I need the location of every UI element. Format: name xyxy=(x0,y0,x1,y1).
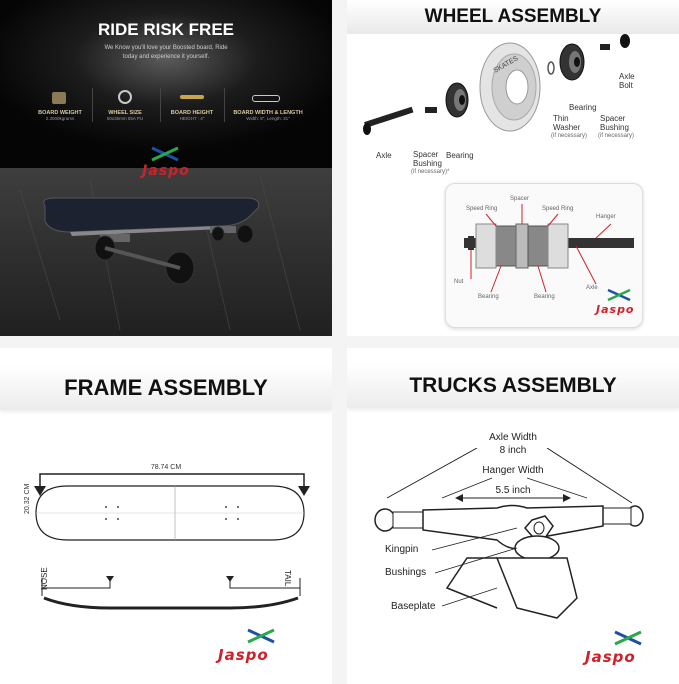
spec-board-weight: BOARD WEIGHT 2.3000kgrams xyxy=(38,110,82,121)
wheel-assembly-title: WHEEL ASSEMBLY xyxy=(347,0,679,34)
jaspo-logo-mark xyxy=(151,146,179,162)
ride-risk-free-panel: RIDE RISK FREE We Know you'll love your … xyxy=(0,0,332,336)
ride-title: RIDE RISK FREE xyxy=(97,20,235,39)
board-length-icon xyxy=(252,95,280,102)
detail-label-spacer: Spacer xyxy=(510,196,530,202)
label-spacer-bushing-2: Spacer Bushing xyxy=(600,114,629,132)
wheel-icon xyxy=(118,90,132,104)
axle-width-value: 8 inch xyxy=(499,445,527,456)
detail-label-nut: Nut xyxy=(454,279,464,285)
detail-label-speed-ring-left: Speed Ring xyxy=(466,206,498,212)
jaspo-logo-mark xyxy=(247,628,275,644)
label-axle: Axle xyxy=(376,151,392,160)
ride-background xyxy=(0,0,332,336)
label-axle-bolt: Axle Bolt xyxy=(619,72,635,90)
frame-width-label: 20.32 CM xyxy=(24,483,31,514)
detail-label-speed-ring-right: Speed Ring xyxy=(542,206,574,212)
spec-board-height: BOARD HEIGHT HEIGHT : 4" xyxy=(170,110,214,121)
horizontal-divider xyxy=(0,336,679,348)
hanger-width-value: 5.5 inch xyxy=(495,485,531,496)
truck-diagram xyxy=(374,448,644,619)
jaspo-logo: Jaspo xyxy=(218,646,269,664)
jaspo-logo: Jaspo xyxy=(585,648,636,666)
jaspo-logo-mark xyxy=(614,630,642,646)
kingpin-label: Kingpin xyxy=(385,544,419,555)
weight-icon xyxy=(52,92,66,104)
label-thin-washer-note: (if necessary) xyxy=(551,133,588,139)
jaspo-logo: Jaspo xyxy=(142,163,190,179)
ride-subtitle-line1: We Know you'll love your Boosted board, … xyxy=(104,45,228,51)
label-spacer-bushing: Spacer Bushing xyxy=(413,150,442,168)
trucks-assembly-title: TRUCKS ASSEMBLY xyxy=(347,364,679,408)
ride-subtitle-line2: today and experience it yourself. xyxy=(122,54,210,60)
jaspo-logo: Jaspo xyxy=(596,303,635,316)
wheel-assembly-panel: WHEEL ASSEMBLY SKATES Axle Spacer Bushin… xyxy=(347,0,679,336)
skateboard-image xyxy=(43,197,260,285)
detail-label-bearing-left: Bearing xyxy=(478,294,499,300)
frame-diagram xyxy=(34,473,310,610)
label-thin-washer: Thin Washer xyxy=(553,114,581,132)
label-bearing-2: Bearing xyxy=(569,103,597,112)
spec-board-width-length: BOARD WIDTH & LENGTH Width: 8", Length: … xyxy=(233,110,303,121)
label-spacer-bushing-note: (if necessary)* xyxy=(411,169,450,175)
baseplate-label: Baseplate xyxy=(391,601,436,612)
hanger-width-label: Hanger Width xyxy=(482,465,544,476)
jaspo-logo-mark xyxy=(607,288,631,302)
detail-label-axle: Axle xyxy=(586,285,598,291)
axle-width-label: Axle Width xyxy=(489,432,537,443)
bearing-detail-box: Spacer Speed Ring Speed Ring Hanger Nut … xyxy=(445,183,643,328)
spec-wheel-size: WHEEL SIZE 50x36mm 85A PU xyxy=(106,110,144,121)
wheel-exploded-diagram: SKATES xyxy=(363,34,630,135)
bushings-label: Bushings xyxy=(385,567,427,578)
detail-label-bearing-right: Bearing xyxy=(534,294,555,300)
frame-assembly-title: FRAME ASSEMBLY xyxy=(0,366,332,410)
detail-label-hanger: Hanger xyxy=(596,214,616,220)
frame-length-label: 78.74 CM xyxy=(150,464,182,471)
board-height-icon xyxy=(180,95,204,99)
tail-label: TAIL xyxy=(283,570,292,587)
bearing-detail-diagram xyxy=(464,204,634,293)
label-spacer-bushing-2-note: (if necessary) xyxy=(598,133,635,139)
nose-label: NOSE xyxy=(40,567,49,590)
label-bearing: Bearing xyxy=(446,151,474,160)
frame-assembly-panel: FRAME ASSEMBLY 78.74 CM 20.32 CM NOSE TA… xyxy=(0,348,332,684)
trucks-assembly-panel: TRUCKS ASSEMBLY Axle Width 8 inch Hanger… xyxy=(347,348,679,684)
